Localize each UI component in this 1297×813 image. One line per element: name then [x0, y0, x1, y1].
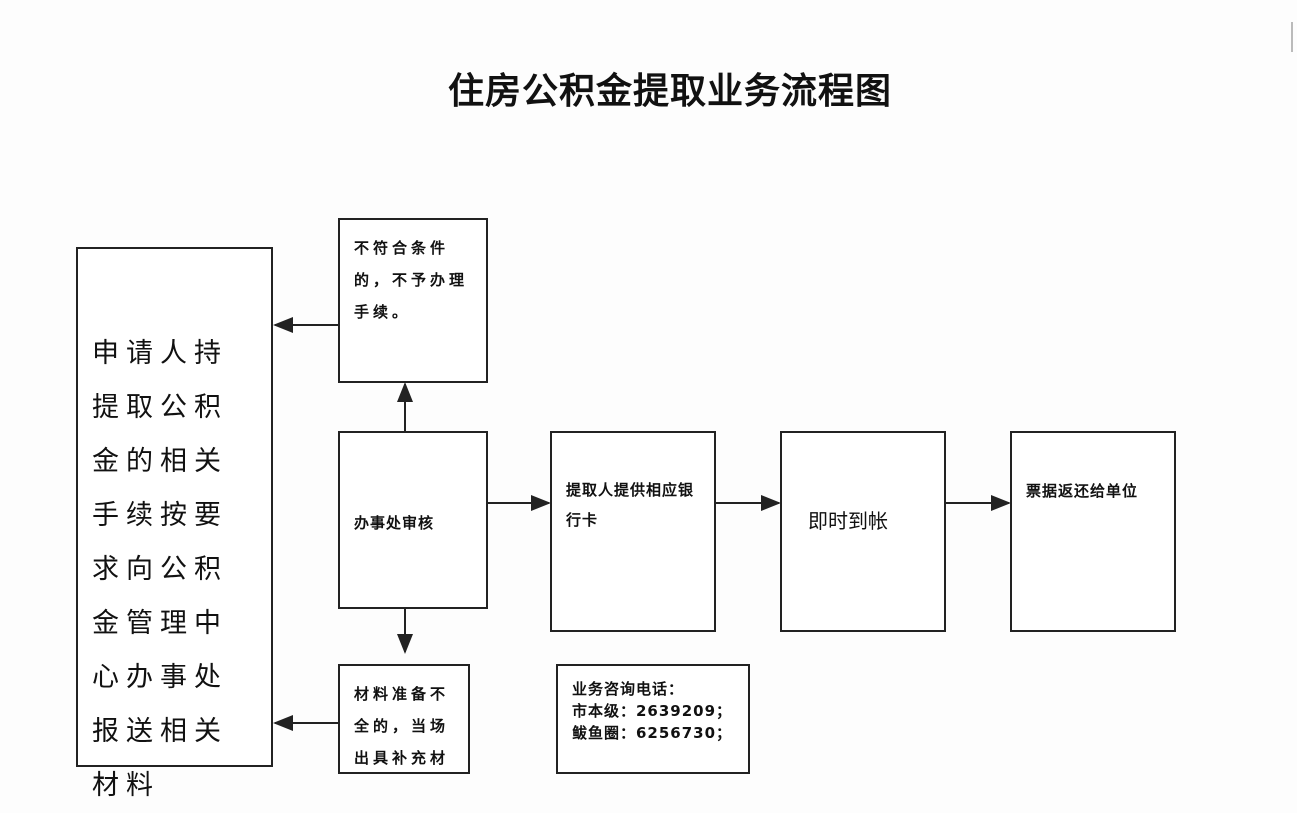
- node-applicant: 申请人持提取公积金的相关手续按要求向公积金管理中心办事处报送相关材料: [76, 247, 273, 801]
- node-instant: 即时到帐: [780, 431, 946, 632]
- page-title: 住房公积金提取业务流程图: [447, 70, 892, 112]
- contact-title: 业务咨询电话：: [572, 680, 685, 698]
- node-incomplete: 材料准备不全的，当场出具补充材: [338, 664, 470, 774]
- node-bank-card: 提取人提供相应银行卡: [550, 431, 716, 632]
- connector-layer: [273, 317, 1011, 731]
- node-reject: 不符合条件的，不予办理手续。: [338, 218, 488, 383]
- node-receipt: 票据返还给单位: [1010, 431, 1176, 632]
- contact-city: 市本级：2639209；: [572, 702, 733, 720]
- node-review: 办事处审核: [338, 431, 488, 609]
- contact-byq: 鲅鱼圈：6256730；: [572, 724, 733, 742]
- scrollbar-mark: [1291, 22, 1293, 52]
- node-contact: 业务咨询电话： 市本级：2639209； 鲅鱼圈：6256730；: [556, 664, 750, 774]
